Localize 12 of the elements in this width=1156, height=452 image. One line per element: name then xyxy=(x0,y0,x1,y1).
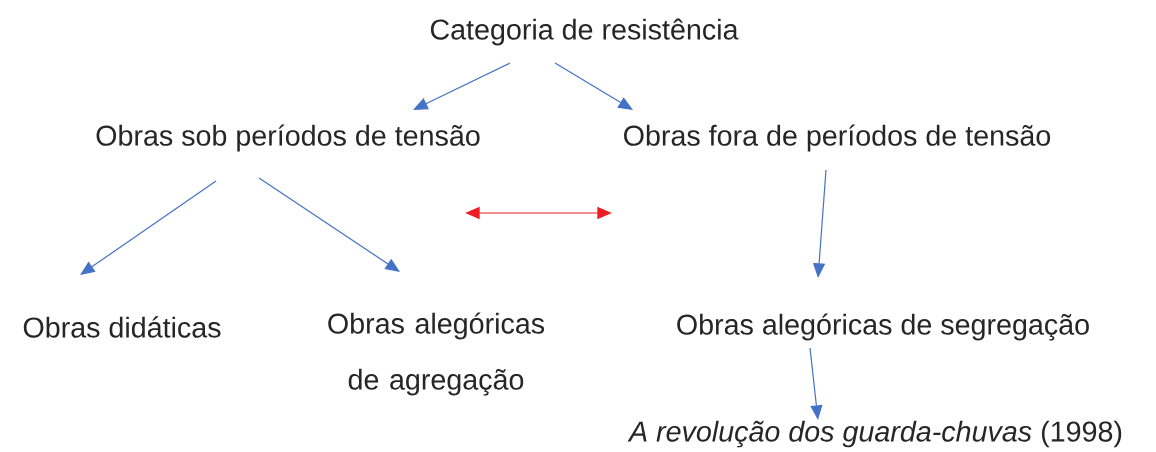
arrow xyxy=(258,177,400,272)
arrow xyxy=(80,180,217,275)
category-text: Categoria de resistência xyxy=(430,18,739,46)
category-text: Obras didáticas xyxy=(23,316,221,338)
category-text: A revolução dos guarda-chuvas (1998) xyxy=(627,420,1122,448)
arrow xyxy=(554,62,633,110)
arrow xyxy=(809,347,823,420)
category-text: Obras sob períodos de tensão xyxy=(96,124,480,152)
category-text: Obras alegóricas de segregação xyxy=(677,313,1089,341)
category-text: Obras fora de períodos de tensão xyxy=(624,124,1051,152)
category-text: Obras alegóricas de agregação xyxy=(328,312,545,396)
arrow xyxy=(413,62,511,110)
